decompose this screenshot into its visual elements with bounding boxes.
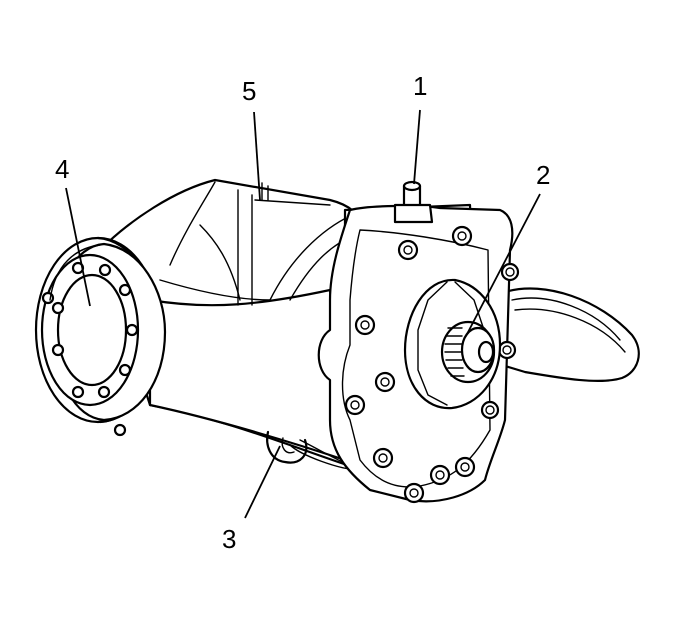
axle-flange	[34, 236, 167, 437]
rear-cover	[317, 204, 520, 504]
vent-tube	[393, 180, 434, 224]
leader-lines	[65, 109, 541, 519]
callout-2: 2	[536, 160, 550, 190]
leader-3	[244, 445, 281, 519]
callout-3: 3	[222, 524, 236, 554]
callout-labels: 1 2 3 4 5	[55, 71, 550, 554]
leader-5	[253, 111, 261, 201]
callout-5: 5	[242, 76, 256, 106]
callout-4: 4	[55, 154, 69, 184]
cover-bolts	[344, 225, 520, 504]
leader-4	[65, 187, 91, 307]
leader-1	[413, 109, 421, 185]
leader-2	[465, 193, 541, 337]
splined-input-shaft	[440, 320, 496, 384]
mounting-strap	[503, 287, 640, 383]
callout-1: 1	[413, 71, 427, 101]
